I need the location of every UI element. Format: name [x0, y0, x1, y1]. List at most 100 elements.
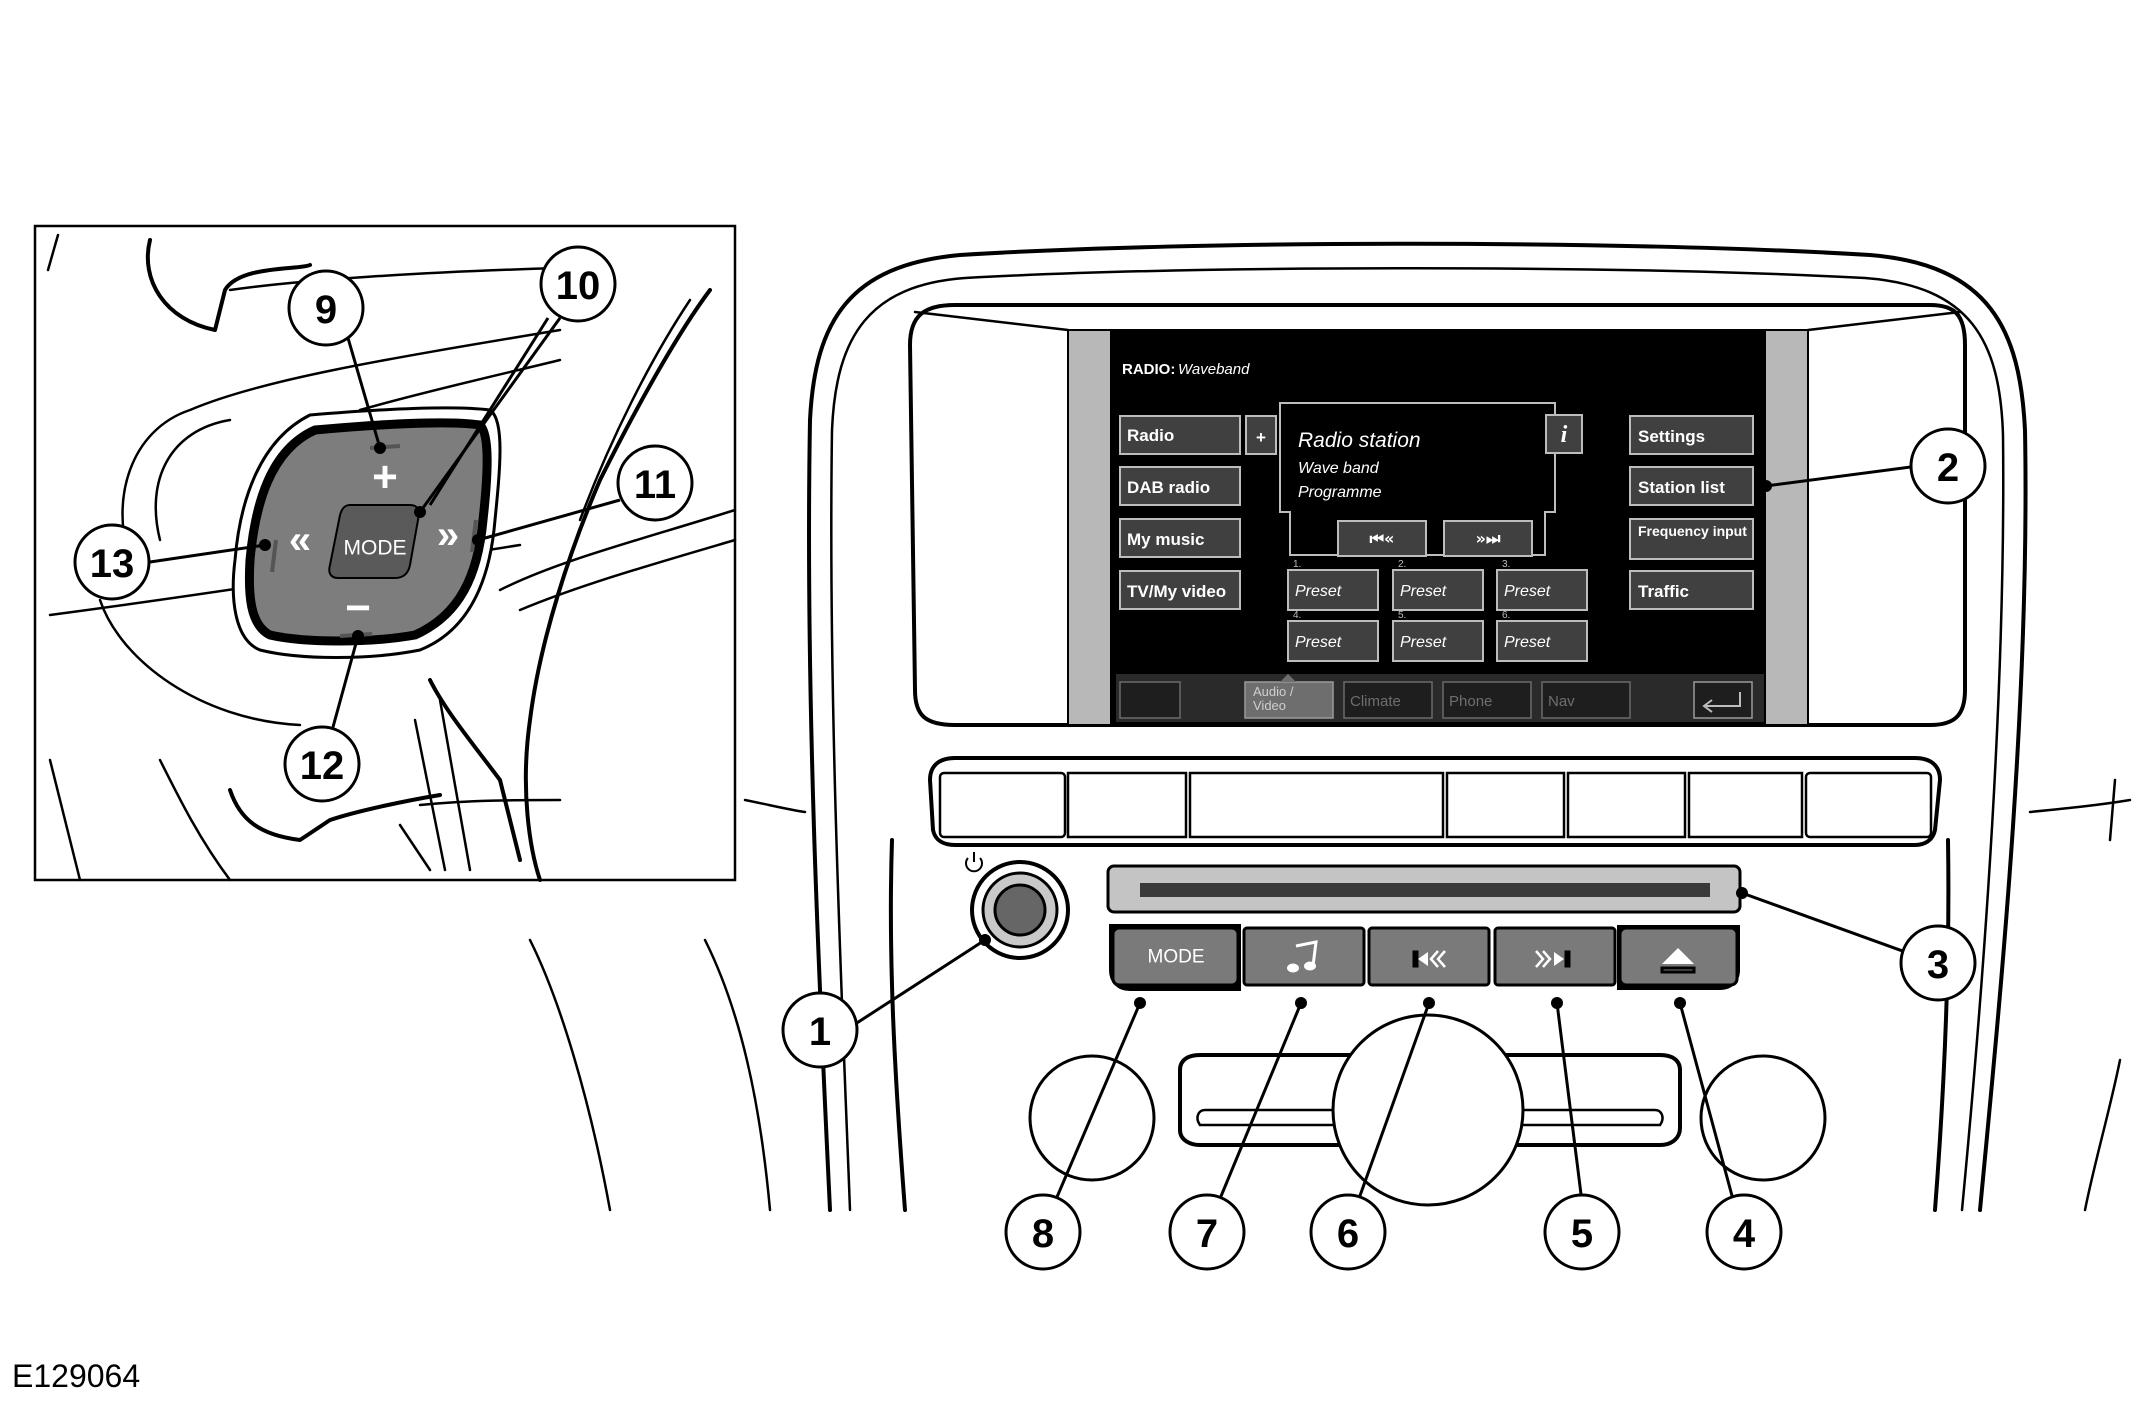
callout-7: 7 — [1168, 1193, 1246, 1271]
svg-text:8: 8 — [1032, 1212, 1054, 1256]
svg-text:1: 1 — [809, 1010, 831, 1054]
screen-button-frequency-input[interactable]: Frequency input — [1629, 518, 1754, 560]
svg-text:13: 13 — [90, 542, 135, 586]
svg-text:Preset: Preset — [1400, 634, 1447, 651]
console-seek-back-button[interactable] — [1367, 926, 1491, 987]
svg-text:Station list: Station list — [1638, 478, 1725, 497]
screen-button-radio[interactable]: Radio — [1119, 415, 1241, 455]
svg-text:Preset: Preset — [1400, 583, 1447, 600]
figure-code: E129064 — [12, 1358, 141, 1394]
svg-text:4: 4 — [1733, 1212, 1756, 1256]
eject-icon — [1660, 948, 1696, 974]
svg-text:5.: 5. — [1398, 610, 1406, 621]
svg-text:4.: 4. — [1293, 610, 1301, 621]
svg-text:7: 7 — [1196, 1212, 1218, 1256]
callout-10: 10 — [539, 245, 617, 323]
screen-header-title: RADIO: — [1122, 361, 1175, 378]
svg-text:Nav: Nav — [1548, 693, 1575, 710]
tab-blank[interactable] — [1119, 681, 1181, 719]
power-volume-knob[interactable] — [970, 860, 1070, 960]
station-programme: Programme — [1298, 484, 1382, 501]
svg-text:Phone: Phone — [1449, 693, 1492, 710]
sw-seek-forward-symbol[interactable]: » — [437, 513, 459, 557]
callout-4: 4 — [1705, 1193, 1783, 1271]
seek-back-icon: ⏮« — [1370, 529, 1395, 548]
preset-2[interactable]: 2. Preset — [1392, 559, 1484, 611]
station-wave-band: Wave band — [1298, 460, 1380, 477]
svg-text:Traffic: Traffic — [1638, 582, 1689, 601]
screen-button-dab-radio[interactable]: DAB radio — [1119, 466, 1241, 506]
power-icon — [965, 852, 983, 873]
svg-text:Preset: Preset — [1295, 583, 1342, 600]
svg-text:9: 9 — [315, 288, 337, 332]
sw-seek-back-symbol[interactable]: « — [289, 518, 311, 562]
svg-text:3: 3 — [1927, 943, 1949, 987]
console-music-button[interactable] — [1242, 926, 1366, 987]
preset-3[interactable]: 3. Preset — [1496, 559, 1588, 611]
callout-9: 9 — [287, 269, 365, 347]
svg-text:Preset: Preset — [1504, 583, 1551, 600]
preset-6[interactable]: 6. Preset — [1496, 610, 1588, 662]
tab-audio-video[interactable]: Audio / Video — [1244, 681, 1334, 719]
sw-mode-label: MODE — [344, 537, 407, 560]
svg-text:DAB radio: DAB radio — [1127, 478, 1210, 497]
svg-text:TV/My video: TV/My video — [1127, 582, 1226, 601]
preset-4[interactable]: 4. Preset — [1287, 610, 1379, 662]
svg-text:6: 6 — [1337, 1212, 1359, 1256]
preset-1[interactable]: 1. Preset — [1287, 559, 1379, 611]
seek-back-icon — [1412, 950, 1446, 968]
svg-text:10: 10 — [556, 264, 601, 308]
screen-header-subtitle: Waveband — [1178, 361, 1250, 378]
svg-text:5: 5 — [1571, 1212, 1593, 1256]
svg-text:Preset: Preset — [1504, 634, 1551, 651]
svg-text:11: 11 — [634, 463, 676, 507]
screen-tab-bar — [1116, 674, 1764, 722]
screen-button-settings[interactable]: Settings — [1629, 415, 1754, 455]
seek-forward-icon: »⏭ — [1476, 529, 1501, 548]
callout-13: 13 — [73, 523, 151, 601]
svg-text:1.: 1. — [1293, 559, 1301, 570]
steering-inset: MODE + − « » — [33, 224, 737, 882]
tab-phone[interactable]: Phone — [1442, 681, 1532, 719]
console-eject-button[interactable] — [1618, 926, 1739, 987]
screen-button-my-music[interactable]: My music — [1119, 518, 1241, 558]
screen-seek-back-button[interactable]: ⏮« — [1337, 520, 1427, 557]
svg-text:3.: 3. — [1502, 559, 1510, 570]
callout-11: 11 — [616, 444, 694, 522]
return-arrow-icon[interactable] — [1693, 681, 1753, 719]
tab-nav[interactable]: Nav — [1541, 681, 1631, 719]
sw-volume-up-symbol[interactable]: + — [372, 453, 398, 502]
svg-text:Climate: Climate — [1350, 693, 1401, 710]
screen-button-station-list[interactable]: Station list — [1629, 466, 1754, 506]
tab-climate[interactable]: Climate — [1343, 681, 1433, 719]
console-mode-button[interactable]: MODE — [1111, 926, 1240, 987]
svg-text:6.: 6. — [1502, 610, 1510, 621]
center-console: RADIO: Waveband Radio DAB radio My music… — [528, 241, 2132, 1219]
svg-text:My music: My music — [1127, 530, 1204, 549]
svg-text:Preset: Preset — [1295, 634, 1342, 651]
music-note-icon — [1287, 940, 1318, 973]
svg-text:MODE: MODE — [1148, 947, 1205, 968]
callout-5: 5 — [1543, 1193, 1621, 1271]
svg-text:+: + — [1256, 428, 1266, 447]
screen-plus-button[interactable]: + — [1245, 415, 1277, 455]
sw-volume-down-symbol[interactable]: − — [345, 584, 371, 633]
console-seek-forward-button[interactable] — [1493, 926, 1617, 987]
callout-1: 1 — [781, 991, 859, 1069]
seek-forward-icon — [1535, 950, 1571, 968]
preset-5[interactable]: 5. Preset — [1392, 610, 1484, 662]
cd-slot-opening — [1140, 883, 1710, 897]
station-title: Radio station — [1298, 429, 1421, 452]
screen-seek-forward-button[interactable]: »⏭ — [1443, 520, 1533, 557]
svg-text:2: 2 — [1937, 446, 1959, 490]
screen-button-traffic[interactable]: Traffic — [1629, 570, 1754, 610]
screen-button-tv-my-video[interactable]: TV/My video — [1119, 570, 1241, 610]
svg-text:2.: 2. — [1398, 559, 1406, 570]
callout-8: 8 — [1004, 1193, 1082, 1271]
callout-6: 6 — [1309, 1193, 1387, 1271]
callout-12: 12 — [283, 725, 361, 803]
svg-text:Radio: Radio — [1127, 426, 1174, 445]
info-icon[interactable]: i — [1545, 414, 1583, 454]
